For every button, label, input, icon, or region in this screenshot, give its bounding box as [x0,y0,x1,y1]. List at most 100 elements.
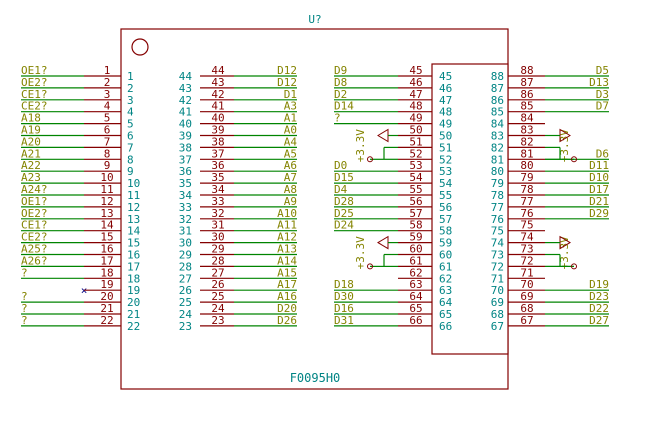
net-label[interactable]: CE1? [21,219,48,232]
net-label[interactable]: D5 [596,64,609,77]
pin-name: 77 [491,201,504,214]
net-label[interactable]: A7 [284,171,297,184]
net-label[interactable]: D18 [334,278,354,291]
net-label[interactable]: D19 [589,278,609,291]
net-label[interactable]: D3 [596,88,609,101]
net-label[interactable]: A15 [277,266,297,279]
net-label[interactable]: ? [21,290,28,303]
pin-number: 43 [211,76,224,89]
net-label[interactable]: A13 [277,243,297,256]
net-label[interactable]: D20 [277,302,297,315]
net-label[interactable]: CE1? [21,88,48,101]
pin-number: 34 [211,183,225,196]
net-label[interactable]: D8 [334,76,347,89]
pin-number: 19 [100,278,113,291]
pin-name: 81 [491,153,504,166]
net-label[interactable]: ? [21,314,28,327]
pin-number: 52 [409,147,422,160]
pin-name: 75 [491,225,504,238]
net-label[interactable]: A21 [21,147,41,160]
net-label[interactable]: A16 [277,290,297,303]
net-label[interactable]: A23 [21,171,41,184]
pin-name: 33 [179,201,192,214]
net-label[interactable]: A25? [21,243,48,256]
pin-name: 62 [439,272,452,285]
net-label[interactable]: D29 [589,207,609,220]
net-label[interactable]: A10 [277,207,297,220]
net-label[interactable]: D17 [589,183,609,196]
power-label: +3.3V [354,129,367,162]
net-label[interactable]: A8 [284,183,297,196]
net-label[interactable]: D2 [334,88,347,101]
net-label[interactable]: OE1? [21,195,48,208]
net-label[interactable]: A14 [277,254,297,267]
net-label[interactable]: A24? [21,183,48,196]
net-label[interactable]: OE1? [21,64,48,77]
pin-name: 87 [491,82,504,95]
net-label[interactable]: D27 [589,314,609,327]
net-label[interactable]: A19 [21,124,41,137]
pin-name: 24 [179,308,193,321]
net-label[interactable]: D14 [334,100,354,113]
net-label[interactable]: OE2? [21,76,48,89]
net-label[interactable]: D15 [334,171,354,184]
net-label[interactable]: D0 [334,159,347,172]
net-label[interactable]: D24 [334,219,354,232]
net-label[interactable]: A20 [21,135,41,148]
pin-name: 61 [439,260,452,273]
net-label[interactable]: D30 [334,290,354,303]
net-label[interactable]: D16 [334,302,354,315]
net-label[interactable]: ? [334,112,341,125]
pin-name: 65 [439,308,452,321]
net-label[interactable]: A4 [284,135,298,148]
net-label[interactable]: D4 [334,183,348,196]
net-label[interactable]: D23 [589,290,609,303]
net-label[interactable]: CE2? [21,100,48,113]
net-label[interactable]: A11 [277,219,297,232]
pin-number: 61 [409,254,422,267]
pin-number: 5 [104,112,111,125]
net-label[interactable]: D9 [334,64,347,77]
net-label[interactable]: D22 [589,302,609,315]
net-label[interactable]: A12 [277,231,297,244]
pin-number: 68 [520,302,533,315]
net-label[interactable]: D28 [334,195,354,208]
net-label[interactable]: D13 [589,76,609,89]
pin-name: 3 [127,94,134,107]
net-label[interactable]: D7 [596,100,609,113]
pin-number: 16 [100,243,113,256]
net-label[interactable]: D12 [277,76,297,89]
net-label[interactable]: CE2? [21,231,48,244]
net-label[interactable]: A1 [284,112,297,125]
net-label[interactable]: D6 [596,147,609,160]
net-label[interactable]: ? [21,266,28,279]
net-label[interactable]: D12 [277,64,297,77]
net-label[interactable]: D25 [334,207,354,220]
pin-number: 4 [104,100,111,113]
net-label[interactable]: D10 [589,171,609,184]
net-label[interactable]: A6 [284,159,297,172]
pin-name: 42 [179,94,192,107]
net-label[interactable]: A18 [21,112,41,125]
net-label[interactable]: A5 [284,147,297,160]
pin-name: 88 [491,70,504,83]
pin-name: 14 [127,225,141,238]
net-label[interactable]: ? [21,302,28,315]
net-label[interactable]: OE2? [21,207,48,220]
pin-number: 86 [520,88,533,101]
net-label[interactable]: A26? [21,254,48,267]
net-label[interactable]: A17 [277,278,297,291]
net-label[interactable]: A9 [284,195,297,208]
net-label[interactable]: D26 [277,314,297,327]
pin-number: 2 [104,76,111,89]
net-label[interactable]: D11 [589,159,609,172]
net-label[interactable]: D31 [334,314,354,327]
net-label[interactable]: A22 [21,159,41,172]
net-label[interactable]: A0 [284,124,297,137]
net-label[interactable]: A3 [284,100,297,113]
pin-name: 66 [439,320,452,333]
pin-number: 70 [520,278,533,291]
pin-name: 73 [491,249,504,262]
net-label[interactable]: D21 [589,195,609,208]
net-label[interactable]: D1 [284,88,297,101]
